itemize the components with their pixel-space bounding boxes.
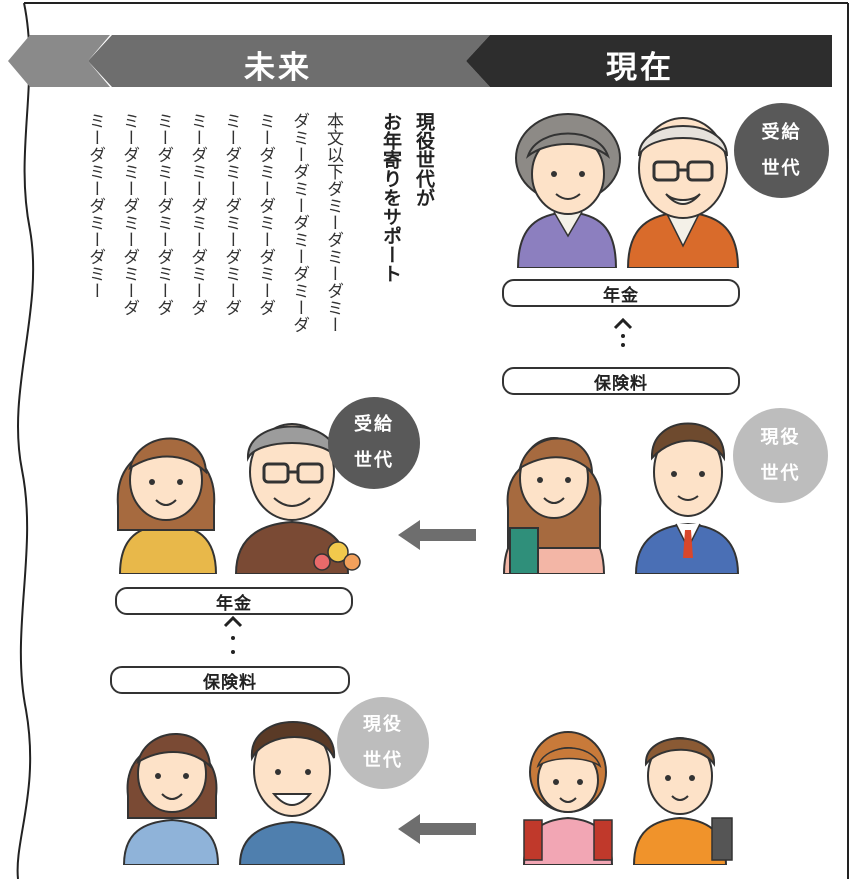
present-working-badge: 現役 世代 <box>733 408 828 503</box>
young-man-illustration <box>634 422 740 574</box>
girl-illustration <box>522 731 614 865</box>
badge-line-1: 現役 <box>363 714 403 735</box>
body-line-3: ミーダミーダミーダミーダ <box>255 112 275 316</box>
present-working-couple <box>502 422 740 574</box>
badge-line-1: 現役 <box>760 426 801 448</box>
timeline-header <box>8 35 832 87</box>
future-working-badge: 現役 世代 <box>337 697 429 789</box>
future-label: 未来 <box>244 50 312 86</box>
future-pension-label: 年金 <box>115 587 353 615</box>
badge-line-1: 受給 <box>354 414 394 435</box>
badge-line-2: 世代 <box>363 750 403 771</box>
body-line-1: 本文以下ダミーダミーダミー <box>323 112 343 333</box>
left-arrow-icon <box>398 814 476 844</box>
grandpa-illustration <box>626 117 740 268</box>
present-label: 現在 <box>606 50 674 86</box>
far-future-arrow <box>8 35 110 87</box>
young-woman-illustration <box>502 437 606 574</box>
older-woman-illustration <box>116 437 218 574</box>
badge-line-1: 受給 <box>761 121 802 143</box>
heading-line-2: お年寄りをサポート <box>380 112 402 283</box>
boy-illustration <box>632 737 733 865</box>
adult-man-illustration <box>238 721 346 865</box>
future-band <box>88 35 490 87</box>
present-elderly-couple <box>515 113 740 268</box>
present-children <box>522 731 733 865</box>
future-elderly-couple <box>116 423 361 574</box>
future-recipient-badge: 受給 世代 <box>328 397 420 489</box>
future-working-couple <box>122 721 346 865</box>
present-premium-label: 保険料 <box>502 367 740 395</box>
future-premium-label: 保険料 <box>110 666 350 694</box>
present-pension-label: 年金 <box>502 279 740 307</box>
body-line-2: ダミーダミーダミーダミーダ <box>289 112 309 333</box>
body-line-5: ミーダミーダミーダミーダ <box>187 112 207 316</box>
body-line-6: ミーダミーダミーダミーダ <box>153 112 173 316</box>
heading-line-1: 現役世代が <box>413 112 435 207</box>
up-chevron-icon <box>613 317 633 347</box>
body-line-7: ミーダミーダミーダミーダ <box>119 112 139 316</box>
badge-line-2: 世代 <box>760 462 801 484</box>
grandma-illustration <box>515 113 621 268</box>
present-band <box>466 35 832 87</box>
adult-woman-illustration <box>122 733 220 865</box>
left-arrow-icon <box>398 520 476 550</box>
badge-line-2: 世代 <box>761 157 802 179</box>
older-man-illustration <box>234 423 361 574</box>
badge-line-2: 世代 <box>354 450 394 471</box>
present-recipient-badge: 受給 世代 <box>734 103 829 198</box>
up-chevron-icon <box>223 615 243 654</box>
body-line-4: ミーダミーダミーダミーダ <box>221 112 241 316</box>
body-line-8: ミーダミーダミーダミー <box>85 112 105 299</box>
